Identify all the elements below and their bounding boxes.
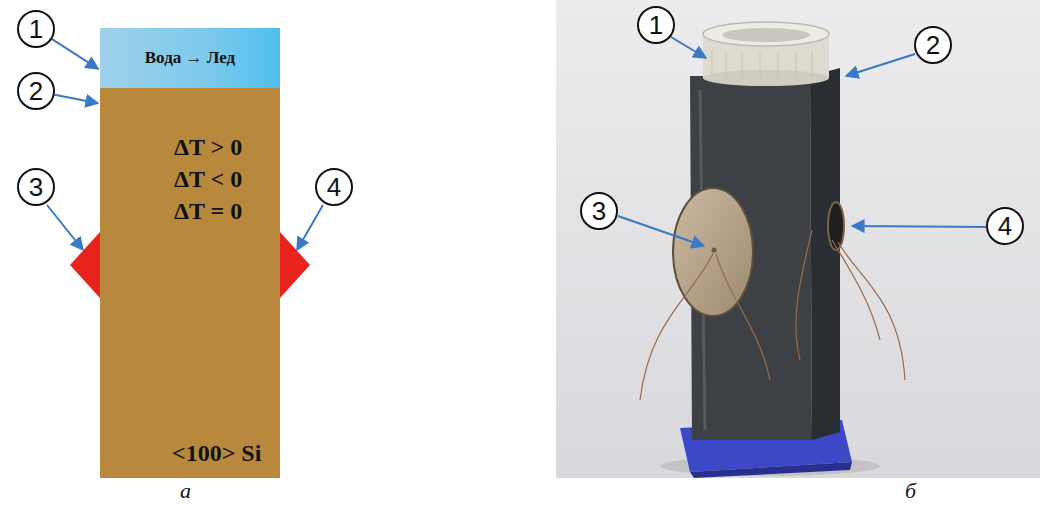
- callout-number: 3: [580, 192, 618, 230]
- phase-label: Вода → Лед: [145, 48, 235, 68]
- wire: [716, 254, 770, 380]
- callout-number: 4: [998, 213, 1012, 239]
- leader-line: [671, 37, 706, 58]
- plastic-ring-top: [703, 22, 829, 46]
- leader-line: [47, 205, 83, 250]
- thermo-disc: [673, 188, 753, 316]
- callout-number: 2: [29, 78, 43, 104]
- callout-number: 3: [17, 168, 55, 206]
- panel-label: б: [905, 478, 916, 504]
- wire: [796, 230, 812, 360]
- body-label: <100> Si: [172, 440, 261, 467]
- heater-right: [280, 232, 310, 298]
- wire: [832, 240, 880, 340]
- leader-line: [846, 54, 915, 76]
- callout-number: 2: [914, 26, 952, 64]
- heater-left: [70, 232, 100, 298]
- callout-number: 1: [17, 10, 55, 48]
- photo-background: [556, 0, 1040, 478]
- callout-number: 1: [637, 6, 675, 44]
- silicon-body: ΔT > 0 ΔT < 0 ΔT = 0 <100> Si: [100, 88, 280, 478]
- callout-arrow: [52, 39, 98, 69]
- callout-number: 4: [327, 174, 341, 200]
- ring-texture: [712, 50, 812, 80]
- side-element: [828, 202, 844, 250]
- plastic-ring-hole: [722, 28, 810, 42]
- callout-number: 4: [986, 207, 1024, 245]
- body-label: ΔT = 0: [174, 198, 242, 225]
- callout-number: 1: [29, 16, 43, 42]
- callout-number: 3: [29, 174, 43, 200]
- callout-number: 2: [926, 32, 940, 58]
- leader-line: [297, 205, 323, 250]
- body-label: ΔT > 0: [174, 134, 242, 161]
- callout-number: 1: [649, 12, 663, 38]
- water-layer: Вода → Лед: [100, 28, 280, 88]
- blue-base: [690, 462, 852, 478]
- body-label: ΔT < 0: [174, 166, 242, 193]
- plastic-ring-bottom: [703, 70, 829, 86]
- callout-number: 4: [315, 168, 353, 206]
- callout-arrow: [55, 95, 98, 104]
- silicon-prism-side: [810, 68, 840, 440]
- callout-number: 3: [592, 198, 606, 224]
- leader-line: [618, 216, 704, 246]
- callout-number: 2: [17, 72, 55, 110]
- wire: [838, 242, 905, 380]
- disc-center: [712, 248, 717, 253]
- leader-line: [852, 226, 986, 227]
- wire: [640, 252, 714, 400]
- panel-label: а: [180, 478, 191, 504]
